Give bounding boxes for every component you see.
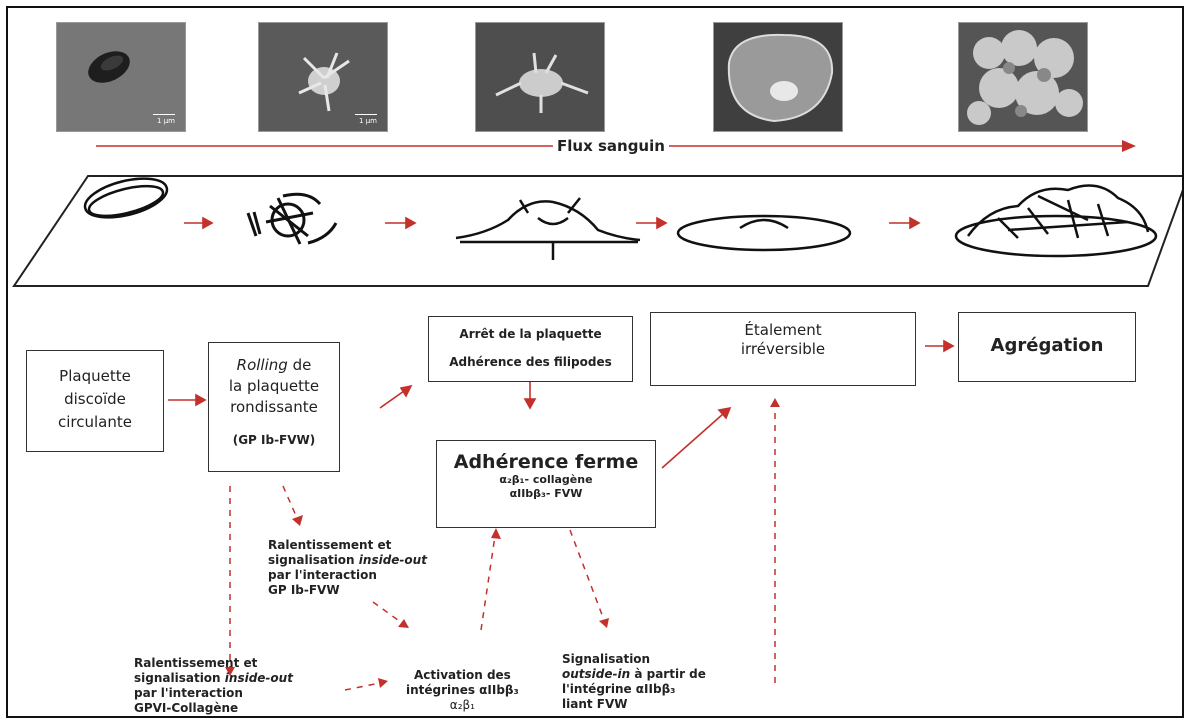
figure-frame: 1 µm 1 µm [6,6,1184,718]
blood-flow-arrowhead [1122,140,1136,152]
micrograph-discoid-platelet: 1 µm [56,22,186,132]
rolling-italic: Rolling [236,356,288,374]
rolling-rest: de [287,356,312,374]
box-aggregation: Agrégation [958,312,1136,382]
box-firm-adhesion: Adhérence ferme α₂β₁- collagène αIIbβ₃- … [436,440,656,528]
box-rolling-platelet: Rolling de la plaquette rondissante (GP … [208,342,340,472]
plaquette-line2: discoïde [64,390,126,408]
dashed-arrows [229,406,776,691]
sketch-filopodia-platelet [455,197,641,260]
sketch-aggregate [954,184,1158,258]
flow-arrows [168,339,955,469]
box-circulating-platelet: Plaquette discoïde circulante [26,350,164,452]
note2-line2a: signalisation [134,671,225,685]
adherence-line1: α₂β₁- collagène [499,473,593,486]
rolling-line2: la plaquette [228,377,320,395]
sketch-step-arrows [184,216,921,230]
dashed-arrowheads [225,398,780,688]
agregation-label: Agrégation [990,335,1104,356]
micrograph-aggregate [958,22,1088,132]
note-integrin-activation: Activation des intégrines αIIbβ₃ α₂β₁ [406,668,519,713]
adherence-line2: αIIbβ₃- FVW [509,487,583,500]
arret-line2: Adhérence des filipodes [449,355,612,369]
arret-line1: Arrêt de la plaquette [459,327,602,341]
rolling-line4: (GP Ib-FVW) [232,433,316,447]
adherence-title: Adhérence ferme [453,451,639,473]
sketch-rolling-platelet [246,192,338,245]
rolling-line3: rondissante [230,398,318,416]
note2-line1: Ralentissement et [134,656,258,670]
note3-line1: Activation des [413,668,511,682]
scale-bar-label: 1 µm [157,117,175,125]
note3-line2: intégrines αIIbβ₃ [406,683,519,697]
vessel-wall-outline [12,175,1182,287]
sketch-discoid-platelet [83,177,169,219]
plaquette-line3: circulante [58,413,132,431]
note2-line4: GPVI-Collagène [134,701,239,715]
note1-line2b: inside-out [358,553,427,567]
note3-line3: α₂β₁ [449,698,475,712]
note4-line2a: outside-in [562,667,631,681]
note4-line4: liant FVW [562,697,628,711]
etalement-line1: Étalement [744,321,822,339]
note2-line3: par l'interaction [134,686,243,700]
note4-line3: l'intégrine αIIbβ₃ [562,682,676,696]
box-platelet-arrest: Arrêt de la plaquette Adhérence des fili… [428,316,633,382]
micrograph-rolling-platelet: 1 µm [258,22,388,132]
note-slowdown-gpvi: Ralentissement et signalisation inside-o… [134,656,293,716]
etalement-line2: irréversible [740,340,826,358]
micrograph-spread-platelet [713,22,843,132]
blood-flow-label: Flux sanguin [553,137,669,155]
note2-line2b: inside-out [224,671,293,685]
note1-line2a: signalisation [268,553,359,567]
note4-line1: Signalisation [562,652,651,666]
note1-line3: par l'interaction [268,568,377,582]
note-outside-in-signaling: Signalisation outside-in à partir de l'i… [562,652,706,712]
note4-line2b: à partir de [630,667,706,681]
note1-line1: Ralentissement et [268,538,392,552]
note-slowdown-gpib: Ralentissement et signalisation inside-o… [268,538,427,598]
note1-line4: GP Ib-FVW [268,583,340,597]
scale-bar-label: 1 µm [359,117,377,125]
box-irreversible-spreading: Étalement irréversible [650,312,916,386]
micrograph-filopodia-platelet [475,22,605,132]
sketch-spread-platelet [676,214,852,252]
plaquette-line1: Plaquette [59,367,131,385]
